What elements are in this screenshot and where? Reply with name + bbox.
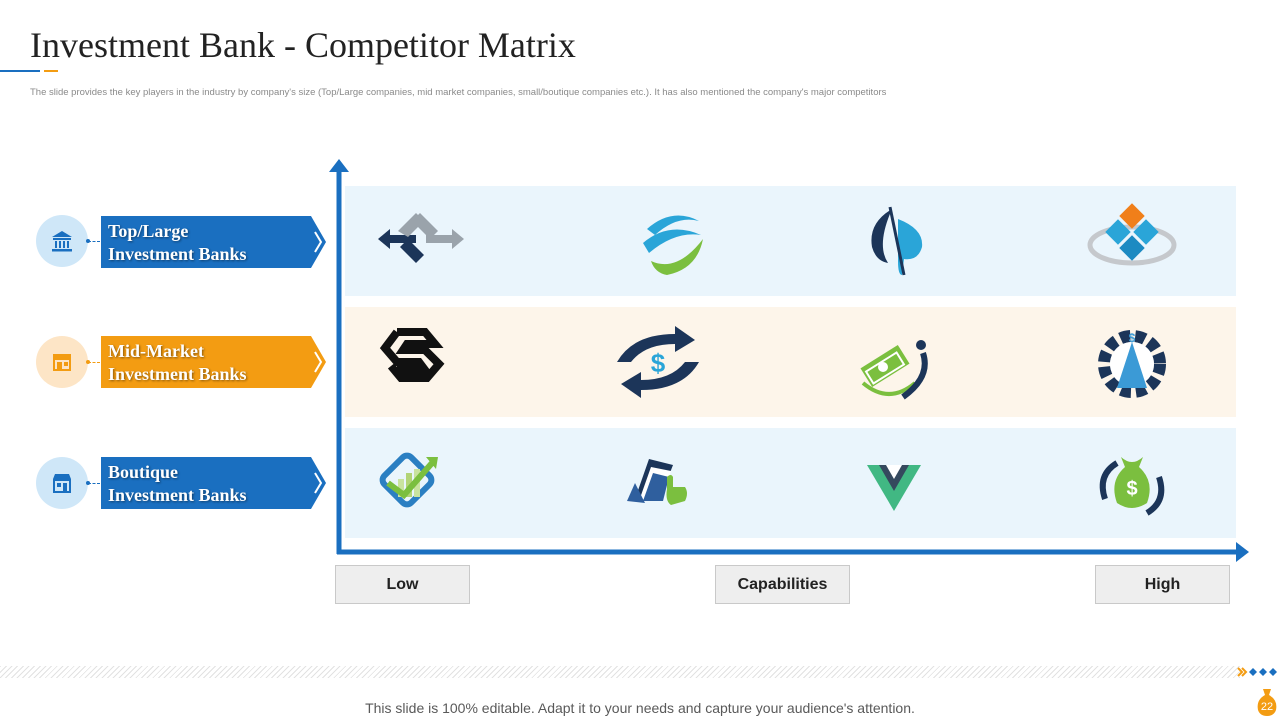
bank-building-icon bbox=[36, 215, 88, 267]
matrix-row-mid-market bbox=[345, 307, 1236, 417]
category-banner bbox=[101, 216, 326, 268]
title-underline-orange bbox=[44, 70, 58, 72]
axis-capabilities-label: Capabilities bbox=[715, 565, 850, 604]
row-connector-dot bbox=[86, 481, 90, 485]
category-label-line1: Mid-Market bbox=[108, 341, 204, 361]
dollar-exchange-logo-icon: $ bbox=[613, 322, 703, 402]
category-label-line2: Investment Banks bbox=[108, 364, 247, 384]
chain-arrows-logo-icon bbox=[376, 201, 466, 281]
v-mark-logo-icon bbox=[849, 449, 939, 529]
slide-subtitle: The slide provides the key players in th… bbox=[30, 87, 887, 98]
page-number: 22 bbox=[1260, 701, 1274, 713]
category-banner bbox=[101, 457, 326, 509]
svg-text:$: $ bbox=[651, 348, 666, 378]
svg-text:$: $ bbox=[1129, 331, 1136, 345]
category-banner bbox=[101, 336, 326, 388]
money-person-logo-icon bbox=[853, 327, 943, 407]
category-label-line2: Investment Banks bbox=[108, 485, 247, 505]
money-bag-page-icon bbox=[1257, 689, 1277, 716]
matrix-row-top-large bbox=[345, 186, 1236, 296]
category-label-line1: Top/Large bbox=[108, 221, 189, 241]
footer-hatch-divider bbox=[0, 666, 1240, 678]
row-connector-dot bbox=[86, 360, 90, 364]
axis-high-label: High bbox=[1095, 565, 1230, 604]
chevron-diamonds-icon bbox=[1237, 667, 1277, 677]
row-connector bbox=[88, 241, 100, 242]
category-label-top-large: Top/Large Investment Banks bbox=[101, 216, 326, 268]
title-underline-blue bbox=[0, 70, 40, 72]
svg-text:$: $ bbox=[1126, 478, 1137, 500]
category-label-line1: Boutique bbox=[108, 462, 179, 482]
chart-checkmark-logo-icon bbox=[364, 443, 454, 523]
row-connector bbox=[88, 362, 100, 363]
diamond-tiles-logo-icon bbox=[1087, 201, 1177, 281]
hexagon-s-logo-icon bbox=[367, 322, 457, 402]
category-label-mid-market: Mid-Market Investment Banks bbox=[101, 336, 326, 388]
axis-low-label: Low bbox=[335, 565, 470, 604]
category-label-line2: Investment Banks bbox=[108, 244, 247, 264]
row-connector-dot bbox=[86, 239, 90, 243]
row-connector bbox=[88, 483, 100, 484]
y-axis-arrowhead bbox=[329, 159, 349, 172]
x-axis-arrowhead bbox=[1236, 542, 1249, 562]
store-icon bbox=[36, 336, 88, 388]
gear-dollar-logo-icon: $ bbox=[1087, 322, 1177, 402]
footer-text: This slide is 100% editable. Adapt it to… bbox=[365, 700, 915, 716]
leaf-split-logo-icon bbox=[852, 201, 942, 281]
category-label-boutique: Boutique Investment Banks bbox=[101, 457, 326, 509]
swoosh-globe-logo-icon bbox=[627, 203, 717, 283]
shop-front-icon bbox=[36, 457, 88, 509]
money-bag-logo-icon: $ bbox=[1087, 447, 1177, 527]
matrix-row-boutique bbox=[345, 428, 1236, 538]
pointing-hand-logo-icon bbox=[615, 443, 705, 523]
slide-title: Investment Bank - Competitor Matrix bbox=[30, 25, 576, 65]
